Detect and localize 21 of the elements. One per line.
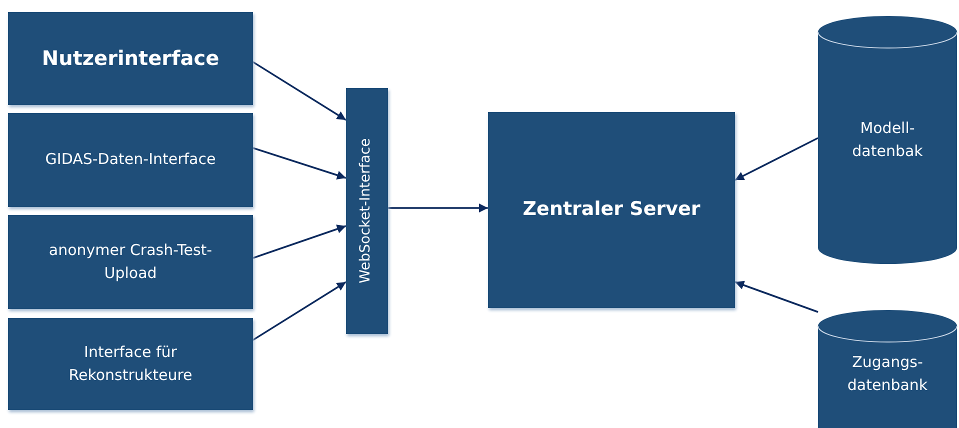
node-label: anonymer Crash-Test- Upload — [48, 240, 214, 284]
arrow — [388, 204, 488, 212]
node-label: WebSocket-Interface — [357, 138, 376, 284]
process-box — [8, 215, 253, 309]
node-label: Interface für Rekonstrukteure — [68, 342, 194, 386]
arrow — [252, 281, 346, 341]
process-box — [8, 113, 253, 207]
arrow — [734, 137, 818, 181]
process-box — [488, 112, 735, 308]
node-label: Zugangs- datenbank — [846, 352, 929, 396]
node-label: GIDAS-Daten-Interface — [45, 149, 216, 170]
arrow — [252, 61, 346, 121]
node-label: Zentraler Server — [522, 197, 700, 222]
interface-bar — [346, 88, 388, 334]
node-label: Modell- datenbak — [851, 118, 924, 162]
node-label: Nutzerinterface — [42, 45, 220, 72]
process-box — [8, 318, 253, 410]
process-box — [8, 12, 253, 105]
arrow — [252, 147, 346, 180]
arrow — [252, 224, 346, 259]
arrow — [734, 280, 818, 313]
